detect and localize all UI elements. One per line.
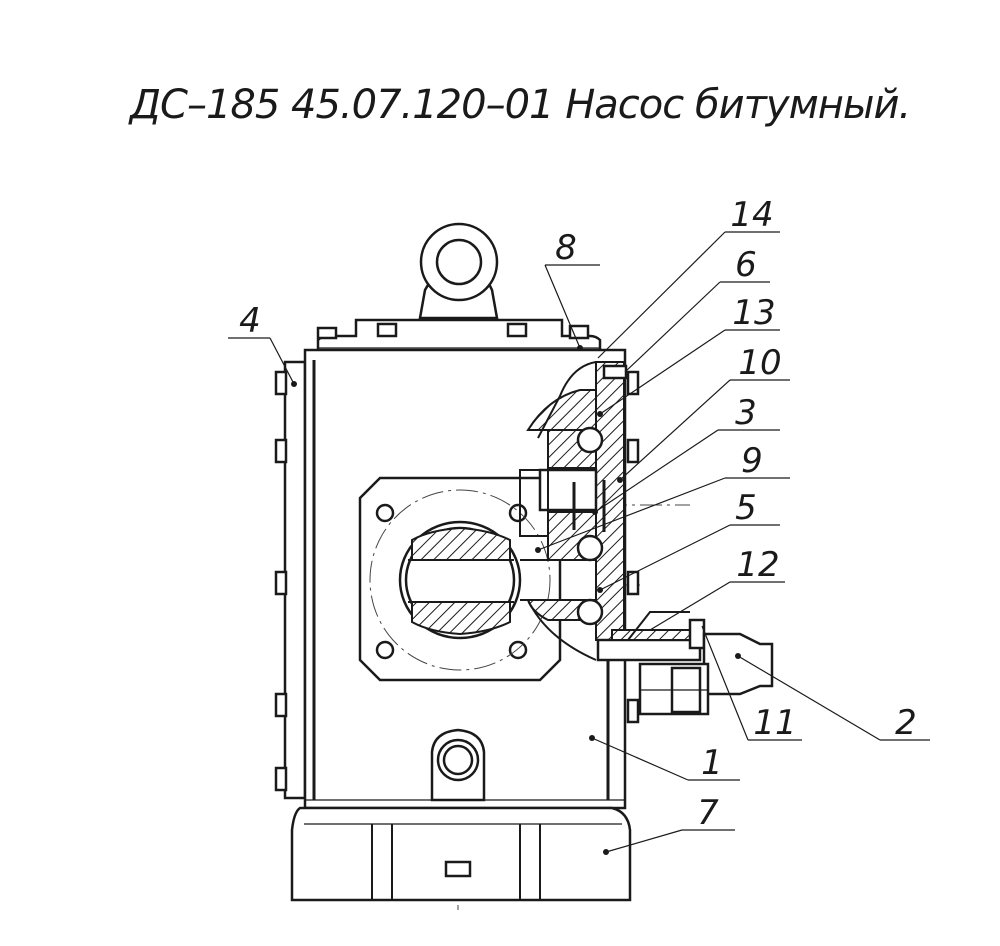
base (290, 806, 632, 902)
leader-lines (228, 231, 930, 853)
callout-labels: 14 8 6 13 4 10 3 9 5 12 2 11 1 7 (239, 195, 917, 833)
callout-6: 6 (735, 245, 757, 285)
callout-1: 1 (701, 743, 723, 783)
leader-dots (291, 345, 741, 855)
shaft-assembly (596, 611, 774, 716)
inlet-bore (398, 520, 522, 640)
drawing-title: ДС–185 45.07.120–01 Насос битумный. (128, 82, 910, 128)
drain-boss (430, 728, 486, 802)
callout-7: 7 (697, 793, 719, 833)
bearing-section (519, 361, 628, 661)
top-cover (316, 318, 602, 354)
callout-10: 10 (738, 343, 781, 383)
callout-9: 9 (741, 441, 763, 481)
left-cover (274, 360, 307, 800)
callout-5: 5 (735, 488, 757, 528)
lifting-eye (418, 222, 499, 320)
callout-14: 14 (730, 195, 773, 235)
callout-11: 11 (753, 703, 796, 743)
callout-12: 12 (736, 545, 779, 585)
callout-8: 8 (555, 228, 577, 268)
callout-13: 13 (732, 293, 775, 333)
callout-2: 2 (895, 703, 917, 743)
callout-4: 4 (239, 301, 261, 341)
callout-3: 3 (735, 393, 757, 433)
